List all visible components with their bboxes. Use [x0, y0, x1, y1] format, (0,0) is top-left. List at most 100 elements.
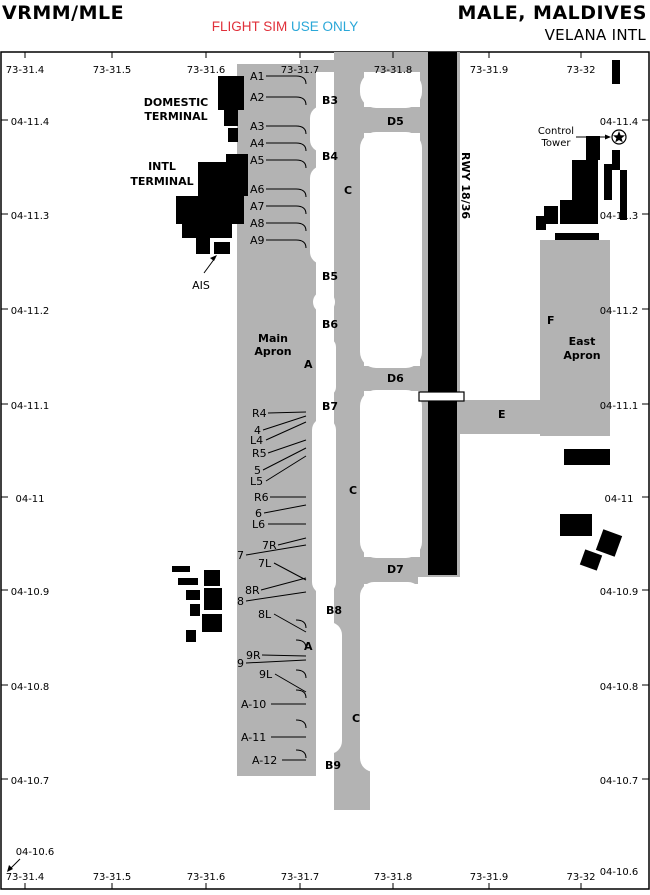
- gate-labels: A1A2A3A4A5A6A7A8A9R44L4R55L5R66L67R77L8R…: [237, 70, 277, 767]
- intl-terminal-label: INTL: [148, 160, 176, 173]
- gate-stand-line: [260, 577, 307, 591]
- longitude-label-top: 73-31.9: [470, 65, 509, 76]
- gate-stand-line: [262, 447, 307, 471]
- gate-stand-line: [266, 142, 307, 152]
- taxiway-d6-label: D6: [387, 372, 404, 385]
- gate-stand-line: [273, 613, 307, 633]
- latitude-label-left: 04-11: [15, 494, 44, 505]
- latitude-label-right: 04-10.9: [600, 587, 639, 598]
- taxiway-b4-label: B4: [322, 150, 338, 163]
- longitude-label-bottom: 73-32: [566, 872, 595, 883]
- airport-code: VRMM/MLE: [2, 2, 125, 24]
- gate-label-a-10: A-10: [241, 698, 266, 711]
- intl-terminal-building: [226, 154, 248, 166]
- control-tower-label: Tower: [541, 138, 572, 149]
- area-labels: DOMESTIC TERMINAL INTL TERMINAL Main Apr…: [130, 96, 600, 362]
- coordinate-labels: 73-31.473-31.473-31.573-31.573-31.673-31…: [6, 65, 639, 883]
- gate-stand-line: [274, 673, 307, 693]
- gate-label-9: 9: [237, 657, 244, 670]
- latitude-label-left: 04-11.4: [11, 117, 50, 128]
- gate-stand-line: [266, 125, 307, 135]
- latitude-label-right: 04-11.1: [600, 401, 639, 412]
- grass-islands: [310, 72, 458, 777]
- gate-label-8l: 8L: [258, 608, 272, 621]
- grass-island: [360, 390, 422, 558]
- intl-terminal-label: TERMINAL: [130, 175, 193, 188]
- longitude-label-top: 73-31.6: [187, 65, 226, 76]
- domestic-terminal-label: DOMESTIC: [144, 96, 209, 109]
- latitude-label-left: 04-10.9: [11, 587, 50, 598]
- gate-label-7r: 7R: [262, 539, 277, 552]
- grass-island: [312, 418, 336, 594]
- taxiway-b8-label: B8: [326, 604, 342, 617]
- gate-stand-line: [266, 222, 307, 232]
- domestic-terminal-building: [224, 110, 238, 126]
- longitude-label-bottom: 73-31.8: [374, 872, 413, 883]
- taxiway-d7-label: D7: [387, 563, 404, 576]
- gate-label-a9: A9: [250, 234, 265, 247]
- building: [595, 529, 623, 557]
- latitude-label-right: 04-11.2: [600, 306, 639, 317]
- gate-label-l4: L4: [250, 434, 263, 447]
- taxiway-d6-area: [358, 366, 438, 391]
- airport-location: MALE, MALDIVES: [457, 2, 647, 24]
- grass-area: [418, 577, 458, 777]
- building: [612, 150, 620, 170]
- disclaimer: FLIGHT SIM USE ONLY: [0, 19, 570, 34]
- taxiway-d5-label: D5: [387, 115, 404, 128]
- taxiway-c-label: C: [349, 484, 357, 497]
- taxiway-f-label: F: [547, 314, 555, 327]
- gate-stand-arc: [295, 749, 307, 759]
- gate-stand-line: [267, 411, 307, 414]
- building: [202, 614, 222, 632]
- longitude-label-bottom: 73-31.6: [187, 872, 226, 883]
- corner-arrow-icon: [7, 865, 13, 872]
- gate-label-a4: A4: [250, 137, 265, 150]
- grass-island: [310, 106, 334, 152]
- corner-latitude-label: 04-10.6: [600, 867, 639, 878]
- latitude-label-left: 04-10.8: [11, 682, 50, 693]
- gate-stand-line: [266, 75, 307, 85]
- building: [178, 578, 198, 585]
- building: [536, 216, 546, 230]
- gate-label-a-11: A-11: [241, 731, 266, 744]
- longitude-label-top: 73-31.5: [93, 65, 132, 76]
- gate-label-a7: A7: [250, 200, 265, 213]
- gate-label-8: 8: [237, 595, 244, 608]
- building: [560, 200, 598, 224]
- intl-terminal-building: [198, 162, 248, 196]
- building: [186, 630, 196, 642]
- gate-stand-line: [265, 455, 307, 482]
- latitude-label-right: 04-11: [604, 494, 633, 505]
- gate-label-r4: R4: [252, 407, 267, 420]
- longitude-label-top: 73-31.8: [374, 65, 413, 76]
- taxiway-a-top: [300, 60, 340, 72]
- taxiway-e-label: E: [498, 408, 506, 421]
- domestic-terminal-building: [218, 76, 244, 110]
- gate-stand-line: [266, 188, 307, 198]
- building: [560, 514, 592, 536]
- longitude-label-top: 73-31.4: [6, 65, 45, 76]
- gate-stand-lines: [245, 75, 307, 761]
- grass-island: [360, 132, 422, 368]
- gate-label-a1: A1: [250, 70, 265, 83]
- building: [572, 160, 598, 200]
- buildings: [172, 60, 627, 642]
- gate-stand-arc: [295, 669, 307, 679]
- runway-label: RWY 18/36: [459, 152, 472, 219]
- main-apron-label: Main: [258, 332, 288, 345]
- domestic-terminal-label: TERMINAL: [144, 110, 207, 123]
- intl-terminal-building: [196, 238, 210, 254]
- gate-label-a3: A3: [250, 120, 265, 133]
- latitude-label-left: 04-11.2: [11, 306, 50, 317]
- taxiway-b9-label: B9: [325, 759, 341, 772]
- chart-frame: [0, 51, 650, 890]
- building: [620, 170, 627, 220]
- control-tower-label: Control: [538, 126, 574, 137]
- intl-terminal-building: [176, 196, 244, 224]
- tower-arrow-icon: [605, 134, 611, 140]
- grass-island: [310, 166, 334, 264]
- gate-label-7: 7: [237, 549, 244, 562]
- building: [204, 570, 220, 586]
- grass-island: [318, 338, 336, 396]
